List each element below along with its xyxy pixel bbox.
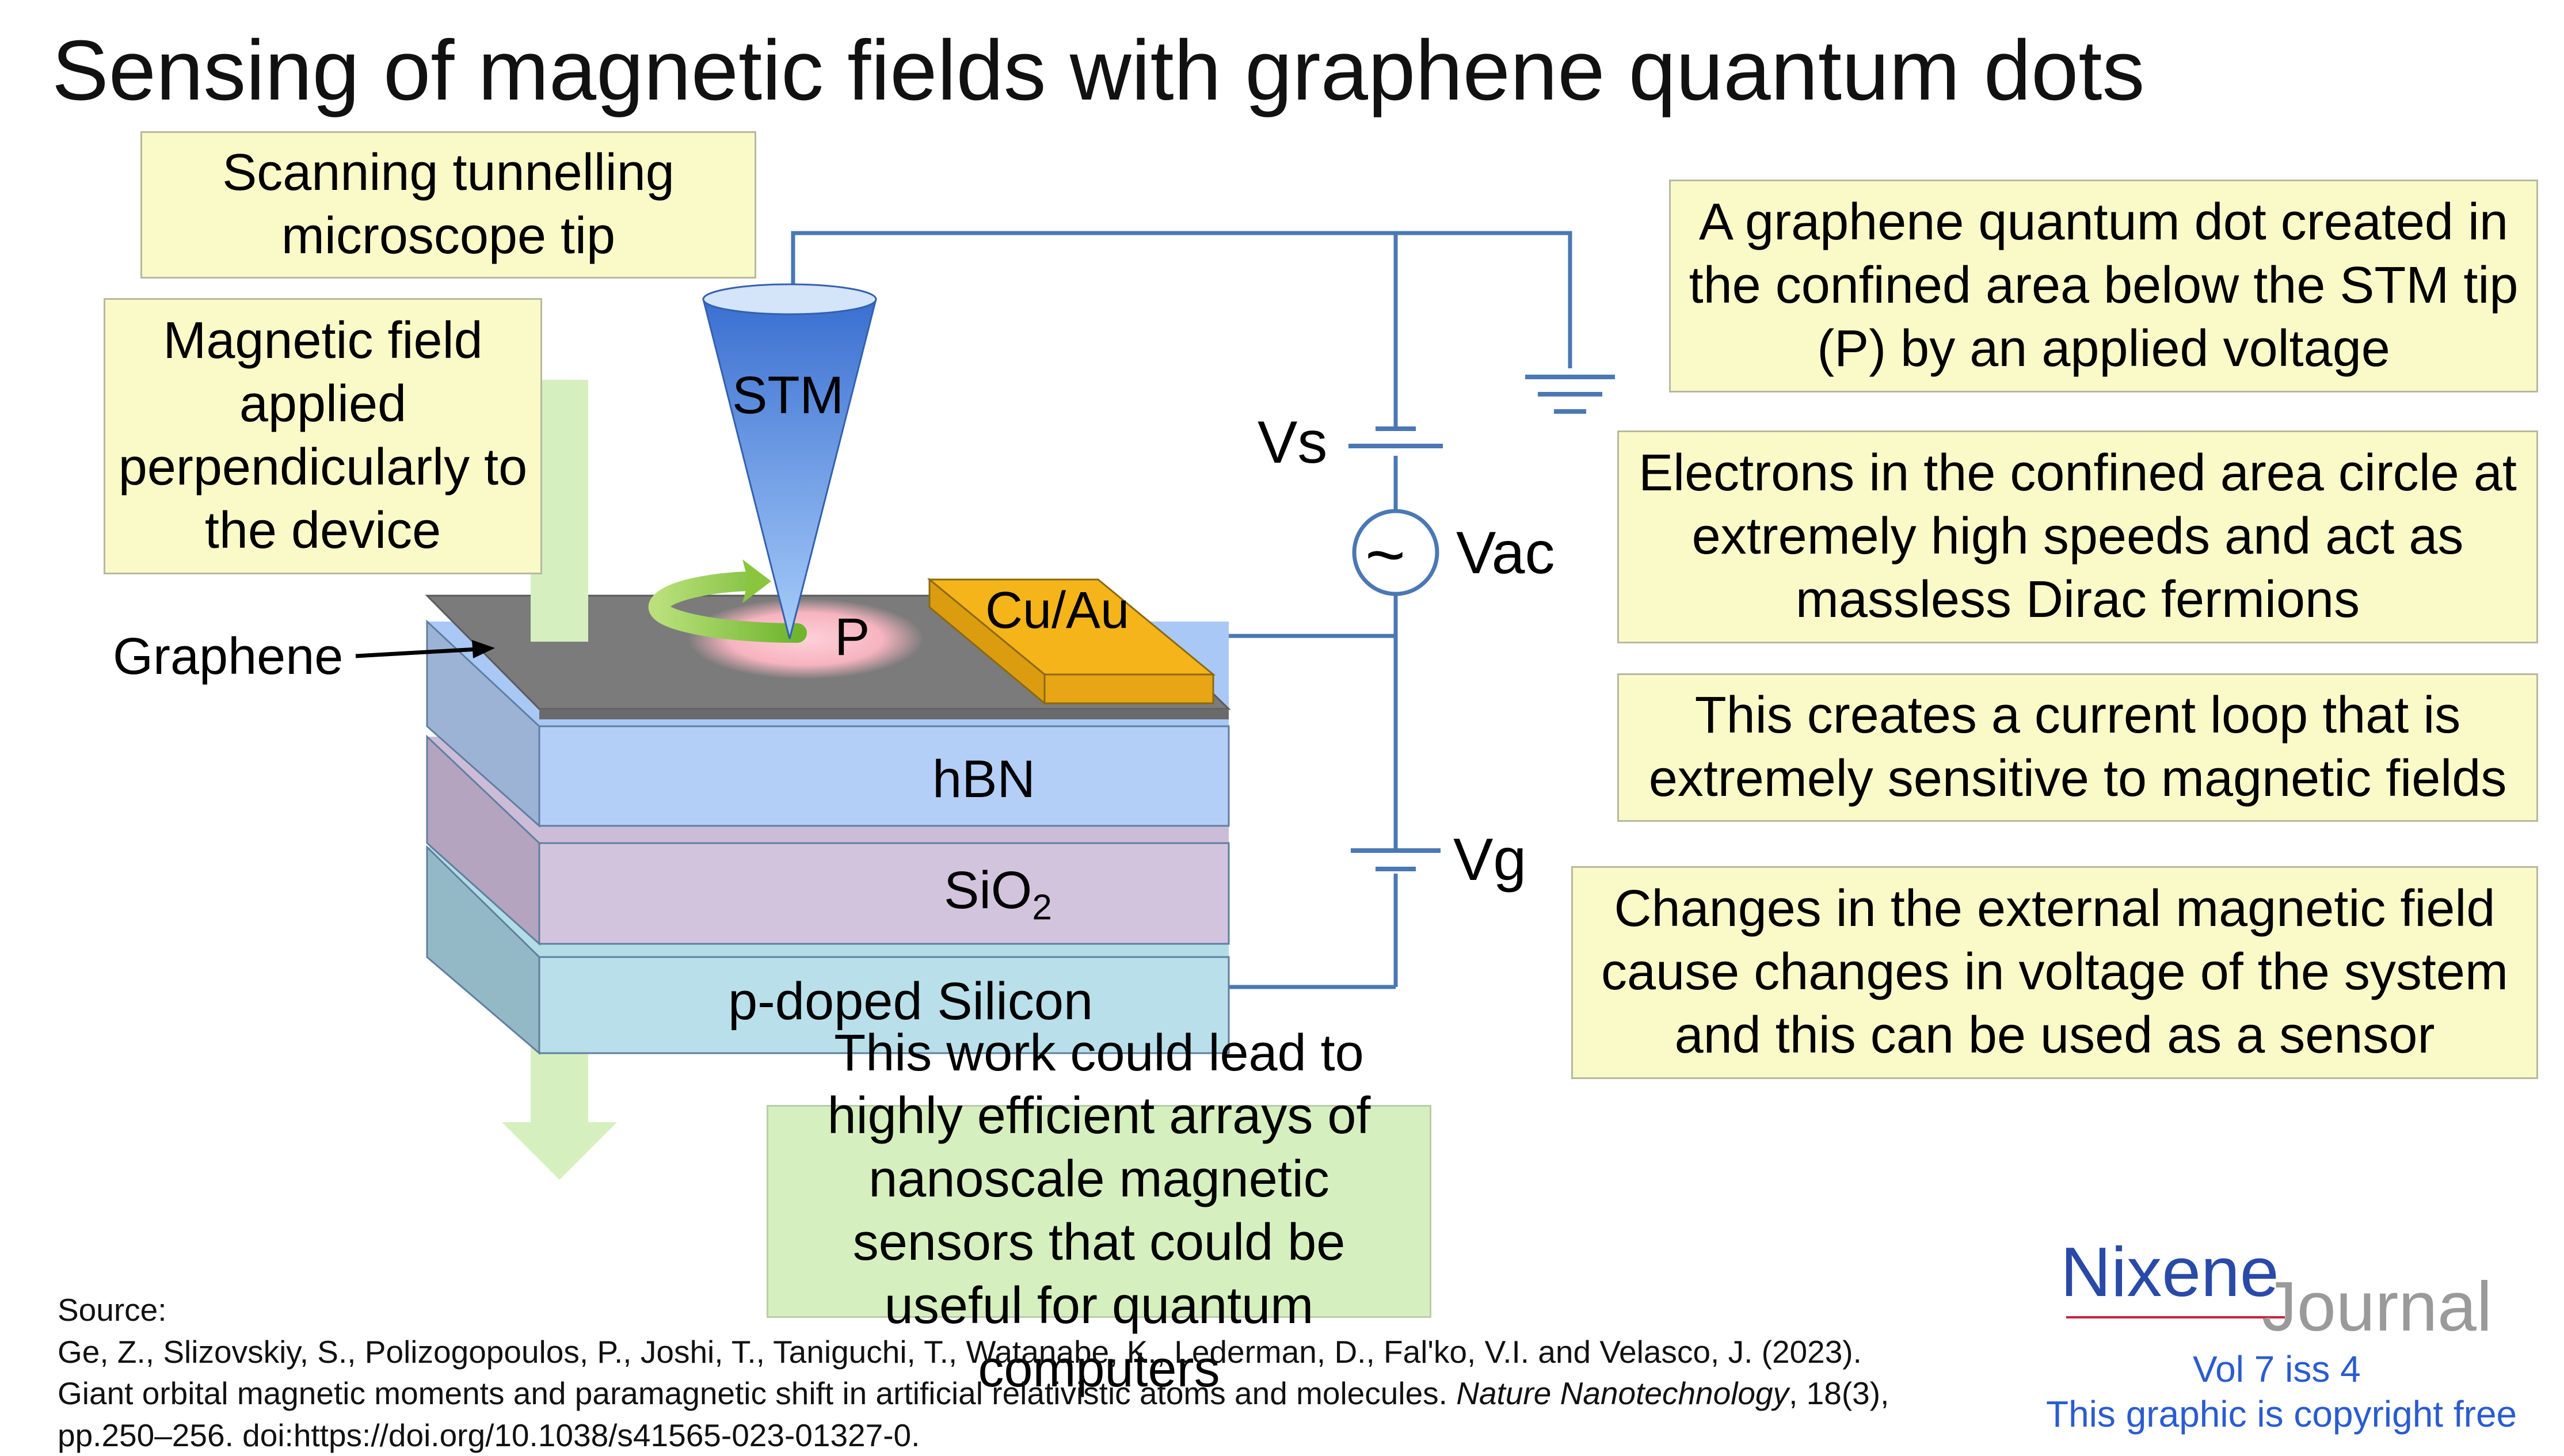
graphene-pointer-arrow-icon	[355, 640, 495, 658]
cu-au-label: Cu/Au	[985, 582, 1130, 639]
source-doi: pp.250–256. doi:https://doi.org/10.1038/…	[58, 1417, 920, 1453]
sio2-subscript: 2	[1032, 887, 1052, 928]
quantum-dot-glow	[688, 599, 924, 679]
magnetic-field-arrow-bottom	[502, 1036, 617, 1180]
silicon-label: p-doped Silicon	[728, 972, 1094, 1031]
source-citation: Source: Ge, Z., Slizovskiy, S., Polizogo…	[58, 1289, 2014, 1456]
logo-underline	[2066, 1316, 2285, 1318]
logo-journal: Journal	[2262, 1267, 2493, 1346]
source-article: Giant orbital magnetic moments and param…	[58, 1375, 1447, 1412]
copyright-note: This graphic is copyright free	[2046, 1393, 2517, 1435]
ac-symbol: ~	[1365, 516, 1406, 593]
logo-nixene: Nixene	[2060, 1233, 2279, 1311]
graphene-label: Graphene	[113, 628, 344, 685]
conclusion-callout: This work could lead to highly efficient…	[767, 1024, 1431, 1398]
cu-au-contact	[927, 577, 1216, 706]
magnetic-field-callout: Magnetic field applied perpendicularly t…	[104, 298, 542, 574]
vs-label: Vs	[1258, 409, 1328, 476]
electrons-callout: Electrons in the confined area circle at…	[1617, 430, 2538, 643]
stm-tip-callout: Scanning tunnelling microscope tip	[140, 131, 756, 279]
volume-issue: Vol 7 iss 4	[2193, 1348, 2361, 1390]
stm-tip-top	[702, 283, 877, 315]
ground-icon	[1525, 375, 1615, 414]
vg-label: Vg	[1453, 826, 1527, 893]
source-journal: Nature Nanotechnology	[1456, 1375, 1789, 1412]
source-details: , 18(3),	[1789, 1375, 1889, 1412]
circuit-wires	[791, 231, 1572, 989]
source-heading: Source:	[58, 1292, 167, 1328]
vs-capacitor-icon	[1348, 426, 1443, 448]
quantum-dot-callout: A graphene quantum dot created in the co…	[1669, 180, 2538, 392]
hbn-label: hBN	[932, 750, 1035, 809]
voltage-change-callout: Changes in the external magnetic field c…	[1571, 866, 2538, 1079]
stm-label: STM	[732, 366, 844, 425]
ac-source-icon	[1352, 509, 1439, 596]
sio2-main-text: SiO	[944, 861, 1033, 920]
page-title: Sensing of magnetic fields with graphene…	[52, 23, 2145, 118]
sio2-label: SiO2	[944, 860, 1052, 928]
source-authors: Ge, Z., Slizovskiy, S., Polizogopoulos, …	[58, 1333, 1862, 1370]
current-loop-arrow-icon	[649, 559, 807, 643]
source-article-line: Giant orbital magnetic moments and param…	[58, 1373, 2014, 1415]
vac-label: Vac	[1456, 520, 1555, 586]
point-p-label: P	[835, 608, 870, 666]
vg-capacitor-icon	[1351, 848, 1441, 871]
current-loop-callout: This creates a current loop that is extr…	[1617, 673, 2538, 822]
